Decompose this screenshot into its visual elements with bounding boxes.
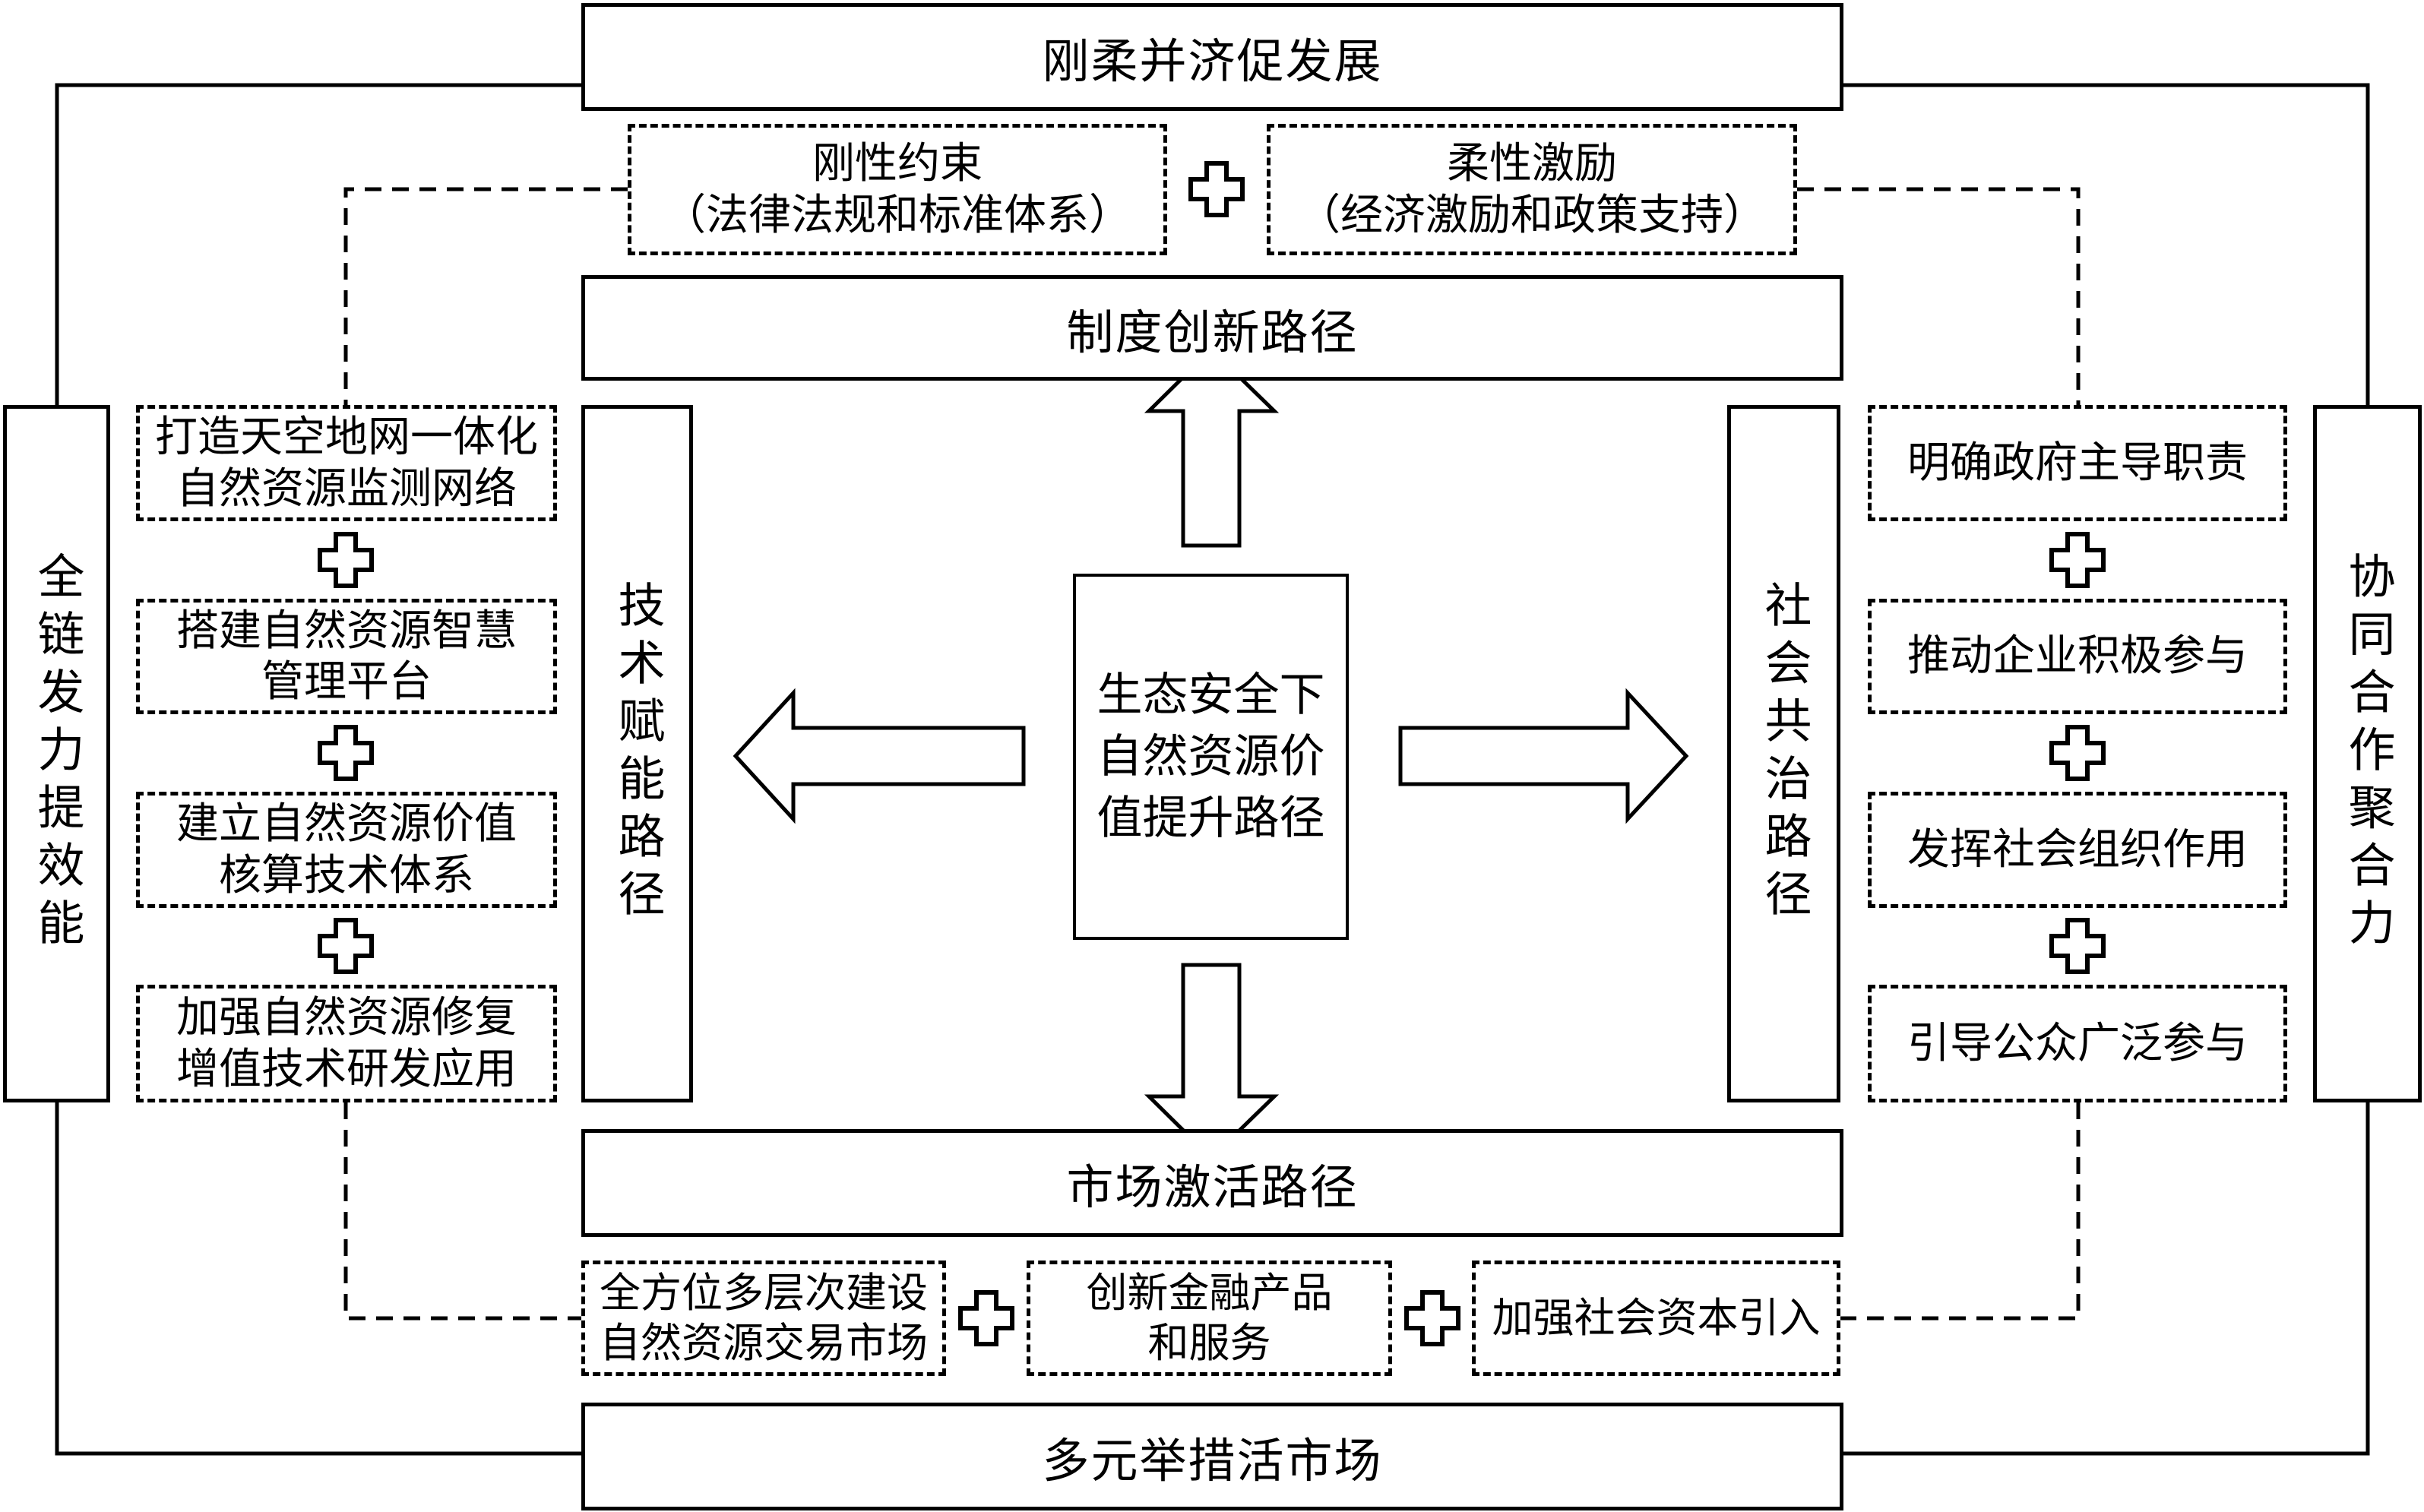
dashed-connector-bottom-right bbox=[1840, 1102, 2081, 1321]
arrow-down-icon bbox=[1144, 963, 1280, 1161]
goal-label-top: 刚柔并济促发展 bbox=[1042, 33, 1383, 89]
goal-box-right: 协同合作聚合力 bbox=[2313, 405, 2422, 1102]
arrow-left-icon bbox=[733, 688, 1026, 824]
left-item-label: 建立自然资源价值 核算技术体系 bbox=[176, 799, 517, 900]
path-box-market: 市场激活路径 bbox=[581, 1129, 1843, 1237]
path-box-social: 社会共治路径 bbox=[1727, 405, 1840, 1102]
left-item-label: 搭建自然资源智慧 管理平台 bbox=[176, 606, 517, 707]
center-box: 生态安全下 自然资源价 值提升路径 bbox=[1073, 574, 1349, 940]
bottom-item-label: 创新金融产品 和服务 bbox=[1086, 1269, 1333, 1367]
path-label-right: 社会共治路径 bbox=[1756, 580, 1812, 927]
right-item-label: 发挥社会组织作用 bbox=[1907, 824, 2248, 875]
plus-icon bbox=[2049, 725, 2106, 781]
goal-label-bottom: 多元举措活市场 bbox=[1042, 1433, 1383, 1488]
dashed-connector-top-left bbox=[343, 187, 628, 405]
left-item: 建立自然资源价值 核算技术体系 bbox=[136, 792, 557, 908]
dashed-connector-top-right bbox=[1797, 187, 2081, 405]
path-label-bottom: 市场激活路径 bbox=[1066, 1159, 1359, 1215]
goal-box-left: 全链发力提效能 bbox=[3, 405, 110, 1102]
frame-line-bottom-right bbox=[1843, 1102, 2370, 1456]
right-item: 发挥社会组织作用 bbox=[1868, 792, 2287, 908]
left-item-label: 加强自然资源修复 增值技术研发应用 bbox=[176, 993, 517, 1094]
goal-label-left: 全链发力提效能 bbox=[29, 552, 85, 956]
right-item: 推动企业积极参与 bbox=[1868, 599, 2287, 714]
right-item: 引导公众广泛参与 bbox=[1868, 985, 2287, 1102]
plus-icon bbox=[318, 918, 374, 974]
frame-line-top-left bbox=[55, 83, 581, 405]
plus-icon bbox=[2049, 918, 2106, 974]
top-item-title: 柔性激励 bbox=[1447, 139, 1617, 189]
plus-icon bbox=[1188, 161, 1245, 217]
goal-label-right: 协同合作聚合力 bbox=[2340, 552, 2396, 956]
dashed-connector-bottom-left bbox=[343, 1102, 581, 1321]
right-item-label: 明确政府主导职责 bbox=[1907, 438, 2248, 488]
top-item-detail: （经济激励和政策支持） bbox=[1298, 190, 1766, 240]
bottom-item: 创新金融产品 和服务 bbox=[1027, 1261, 1392, 1376]
plus-icon bbox=[318, 532, 374, 588]
bottom-item: 加强社会资本引入 bbox=[1472, 1261, 1840, 1376]
top-item-flexible: 柔性激励 （经济激励和政策支持） bbox=[1267, 124, 1797, 255]
plus-icon bbox=[2049, 532, 2106, 588]
frame-line-bottom-left bbox=[55, 1102, 581, 1456]
right-item: 明确政府主导职责 bbox=[1868, 405, 2287, 521]
goal-box-top: 刚柔并济促发展 bbox=[581, 3, 1843, 111]
top-item-title: 刚性约束 bbox=[812, 139, 983, 189]
bottom-item-label: 全方位多层次建设 自然资源交易市场 bbox=[600, 1269, 928, 1367]
right-item-label: 推动企业积极参与 bbox=[1907, 631, 2248, 682]
top-item-detail: （法律法规和标准体系） bbox=[663, 190, 1131, 240]
path-box-technology: 技术赋能路径 bbox=[581, 405, 693, 1102]
top-item-rigid: 刚性约束 （法律法规和标准体系） bbox=[628, 124, 1167, 255]
center-label: 生态安全下 自然资源价 值提升路径 bbox=[1096, 668, 1325, 845]
goal-box-bottom: 多元举措活市场 bbox=[581, 1403, 1843, 1510]
left-item-label: 打造天空地网一体化 自然资源监测网络 bbox=[155, 413, 538, 514]
right-item-label: 引导公众广泛参与 bbox=[1907, 1018, 2248, 1068]
arrow-right-icon bbox=[1398, 688, 1689, 824]
plus-icon bbox=[318, 725, 374, 781]
bottom-item-label: 加强社会资本引入 bbox=[1492, 1294, 1821, 1343]
left-item: 打造天空地网一体化 自然资源监测网络 bbox=[136, 405, 557, 521]
bottom-item: 全方位多层次建设 自然资源交易市场 bbox=[581, 1261, 946, 1376]
plus-icon bbox=[958, 1290, 1014, 1346]
path-box-institutional: 制度创新路径 bbox=[581, 275, 1843, 381]
plus-icon bbox=[1404, 1290, 1460, 1346]
path-label-left: 技术赋能路径 bbox=[609, 580, 666, 927]
path-label-top: 制度创新路径 bbox=[1066, 304, 1359, 360]
frame-line-top-right bbox=[1843, 83, 2370, 405]
left-item: 加强自然资源修复 增值技术研发应用 bbox=[136, 985, 557, 1102]
left-item: 搭建自然资源智慧 管理平台 bbox=[136, 599, 557, 714]
